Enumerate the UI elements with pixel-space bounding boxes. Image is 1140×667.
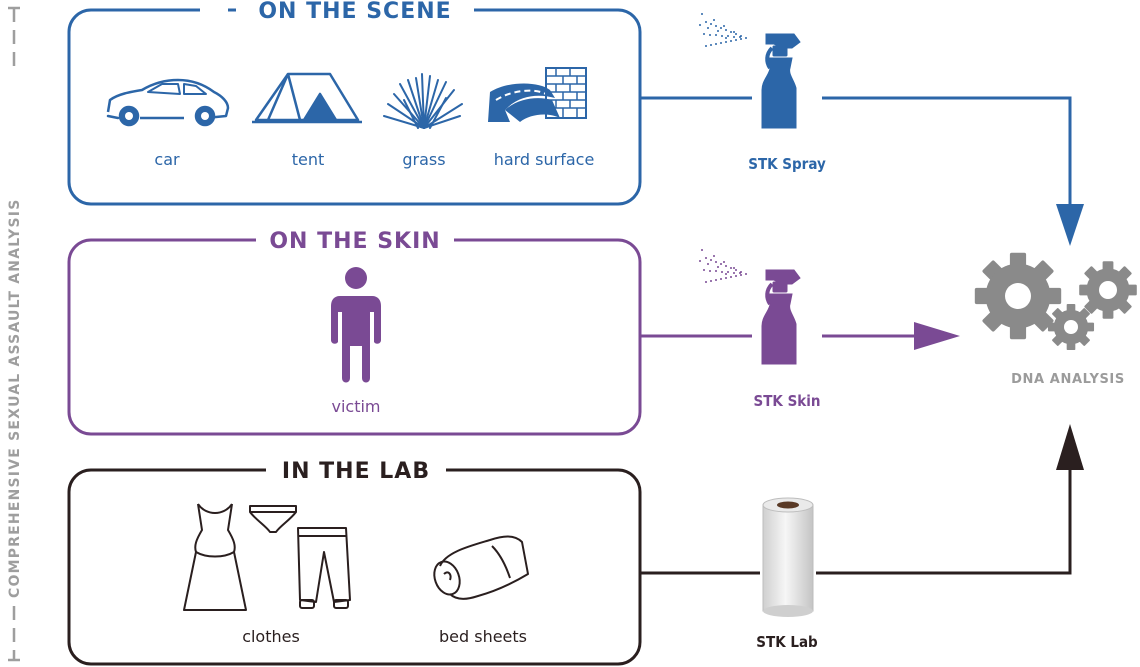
lab-arrowhead xyxy=(1056,424,1084,470)
lab-item-clothes: clothes xyxy=(242,627,300,646)
scene-item-tent: tent xyxy=(292,150,325,169)
scene-item-hard-surface: hard surface xyxy=(494,150,595,169)
dna-analysis-label: DNA ANALYSIS xyxy=(1011,372,1125,387)
scene-section: ON THE SCENE car tent grass xyxy=(67,0,642,206)
stk-lab-icon xyxy=(762,497,814,617)
lab-flow: STK Lab xyxy=(640,424,1084,651)
skin-item-victim: victim xyxy=(331,397,380,416)
lab-item-bed-sheets: bed sheets xyxy=(439,627,527,646)
scene-title-bg xyxy=(236,0,474,24)
bed-sheets-icon xyxy=(433,535,529,600)
lab-title-bg xyxy=(266,456,446,484)
stk-spray-icon xyxy=(760,32,802,130)
lab-title: IN THE LAB xyxy=(282,459,430,484)
scene-flow: STK Spray xyxy=(640,13,1084,246)
scene-connector-right xyxy=(822,96,1072,212)
stk-skin-icon xyxy=(760,268,802,366)
skin-arrowhead xyxy=(914,322,960,350)
lab-box xyxy=(67,468,642,666)
tent-icon xyxy=(252,72,362,124)
underwear-icon xyxy=(249,505,297,533)
stk-spray-label: STK Spray xyxy=(748,155,826,173)
stk-skin-label: STK Skin xyxy=(753,392,820,410)
gears-icon xyxy=(974,252,1137,351)
scene-item-car: car xyxy=(154,150,180,169)
scene-title: ON THE SCENE xyxy=(258,0,451,24)
lab-section: IN THE LAB clothes bed sheets xyxy=(67,456,642,666)
stk-spray-mist-icon xyxy=(699,13,747,47)
stk-skin-mist-icon xyxy=(699,249,747,283)
side-label: COMPREHENSIVE SEXUAL ASSAULT ANALYSIS xyxy=(7,199,23,599)
side-label-group: COMPREHENSIVE SEXUAL ASSAULT ANALYSIS xyxy=(7,6,23,662)
scene-item-grass: grass xyxy=(402,150,445,169)
lab-connector-right xyxy=(816,462,1072,575)
victim-icon xyxy=(331,267,381,383)
grass-icon xyxy=(383,73,463,129)
stk-lab-label: STK Lab xyxy=(756,633,818,651)
skin-title-bg xyxy=(256,226,454,254)
pants-icon xyxy=(297,527,351,609)
scene-arrowhead xyxy=(1056,204,1084,246)
car-icon xyxy=(106,78,230,127)
hard-surface-icon xyxy=(488,67,587,122)
dress-icon xyxy=(183,503,247,611)
skin-section: ON THE SKIN victim xyxy=(67,226,642,436)
skin-title: ON THE SKIN xyxy=(269,229,440,254)
skin-flow: STK Skin xyxy=(640,249,960,410)
